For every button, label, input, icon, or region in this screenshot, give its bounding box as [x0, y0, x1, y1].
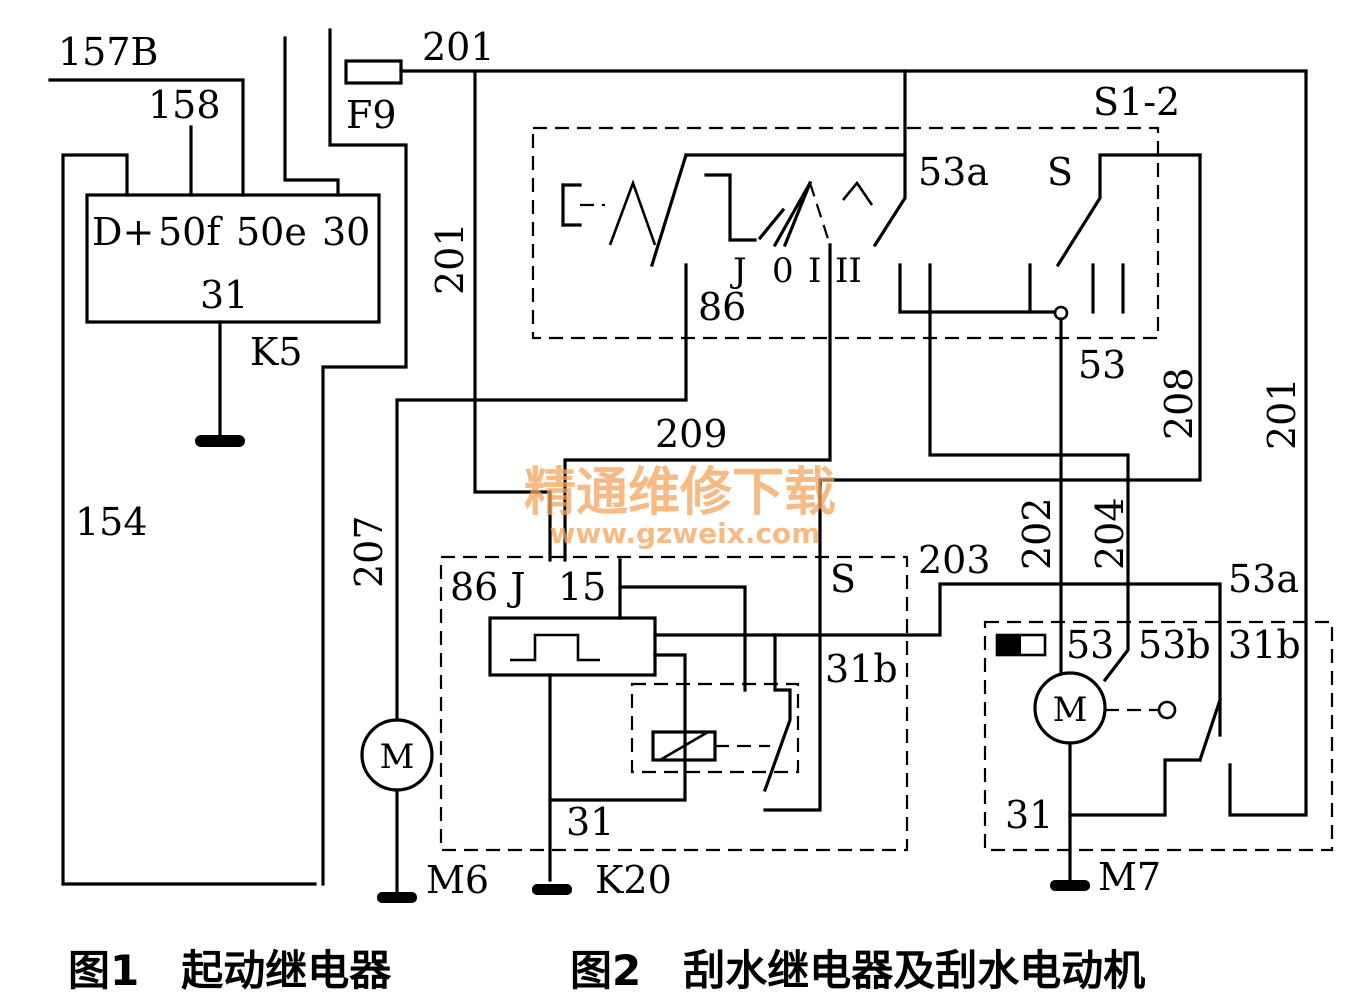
label-k20-15: 15	[558, 565, 606, 609]
label-201-top: 201	[422, 25, 495, 69]
k5-box	[85, 193, 381, 324]
label-202: 202	[1015, 497, 1059, 570]
wire-204	[928, 310, 1130, 683]
label-motor-m6: M	[380, 737, 415, 777]
label-k5: K5	[250, 330, 303, 374]
label-158: 158	[148, 83, 221, 127]
label-204: 204	[1088, 497, 1132, 570]
label-m7-53b: 53b	[1138, 623, 1211, 667]
label-157b: 157B	[58, 30, 158, 74]
k20-contact	[762, 633, 792, 793]
label-k20: K20	[595, 858, 672, 902]
label-motor-m7: M	[1053, 690, 1088, 730]
sw-86-blade	[649, 152, 689, 268]
label-208: 208	[1157, 367, 1201, 440]
label-s12: S1-2	[1093, 80, 1180, 124]
label-53a: 53a	[918, 150, 989, 194]
watermark-url: www.gzweix.com	[550, 517, 821, 550]
label-pos-0: 0	[772, 251, 794, 291]
wire-207	[395, 263, 688, 722]
label-k20-86j: 86 J	[450, 565, 526, 609]
wire-154	[61, 153, 317, 886]
wire-209	[563, 243, 832, 562]
wire-203	[653, 582, 1222, 737]
label-154: 154	[75, 500, 148, 544]
label-s: S	[1047, 150, 1073, 194]
wire-201-right	[1228, 69, 1308, 817]
label-k20-31: 31	[566, 800, 614, 844]
caption-fig2: 图2 刮水继电器及刮水电动机	[570, 946, 1145, 995]
sw-a-symbol	[608, 179, 657, 246]
sw-j-lever	[757, 207, 786, 241]
label-201-right: 201	[1260, 377, 1304, 450]
label-k20-31b: 31b	[825, 647, 898, 691]
sw-53-node	[1053, 305, 1069, 321]
relay-k20-box	[439, 555, 909, 852]
label-86: 86	[698, 285, 746, 329]
label-pos-j: J	[730, 251, 747, 291]
label-207: 207	[347, 515, 391, 588]
sw-pos-j	[704, 173, 757, 242]
label-50e: 50e	[236, 210, 307, 254]
k20-pulse	[510, 633, 600, 662]
wire-157b	[48, 78, 245, 197]
label-m7-53: 53	[1066, 623, 1114, 667]
label-201-left: 201	[428, 222, 472, 295]
watermark-cn: 精通维修下载	[524, 463, 836, 523]
wire-15-branch	[618, 585, 747, 692]
motor-m7-box	[983, 620, 1334, 852]
wire-coil-ret	[548, 653, 687, 802]
switch-s12-box	[531, 126, 1160, 340]
label-f9: F9	[346, 93, 397, 137]
label-pos-ii: II	[835, 251, 862, 291]
wire-border	[321, 28, 408, 886]
wire-30	[283, 36, 340, 197]
ground-m7	[1050, 880, 1090, 891]
fuse-f9	[344, 59, 403, 85]
label-m7: M7	[1098, 855, 1161, 899]
wire-201-left	[473, 69, 552, 562]
ground-symbol	[195, 435, 245, 447]
caption-fig1: 图1 起动继电器	[68, 946, 392, 995]
wire-208	[763, 153, 1202, 812]
label-k5-31: 31	[200, 273, 248, 317]
sw-ii-symbol	[841, 180, 874, 206]
sw-i-lever	[808, 182, 832, 246]
park-indicator-fill	[997, 635, 1021, 655]
wire-53a-branch	[872, 69, 907, 248]
wire-m7-31	[1068, 758, 1202, 817]
label-m7-31b: 31b	[1228, 623, 1301, 667]
m7-cam	[1157, 700, 1177, 720]
k20-timer	[488, 616, 657, 677]
label-k20-s: S	[830, 557, 856, 601]
k20-coil-box	[630, 682, 800, 774]
sw-fan	[772, 180, 813, 248]
label-m6: M6	[426, 858, 489, 902]
label-53: 53	[1078, 343, 1126, 387]
m7-park-contact	[1197, 697, 1223, 763]
k5-starter-relay	[48, 28, 408, 886]
wiper-circuit	[344, 59, 1334, 903]
label-209: 209	[655, 412, 728, 456]
label-dplus: D+	[92, 210, 154, 254]
label-30: 30	[322, 210, 370, 254]
sw-s-blade	[1055, 153, 1202, 268]
label-203: 203	[918, 538, 991, 582]
k20-coil-slash	[659, 730, 709, 762]
ground-k20	[532, 884, 572, 895]
label-pos-i: I	[808, 251, 821, 291]
label-m7-31: 31	[1005, 793, 1053, 837]
label-50f: 50f	[158, 210, 223, 254]
ground-m6	[377, 892, 417, 903]
label-m7-53a: 53a	[1228, 557, 1299, 601]
